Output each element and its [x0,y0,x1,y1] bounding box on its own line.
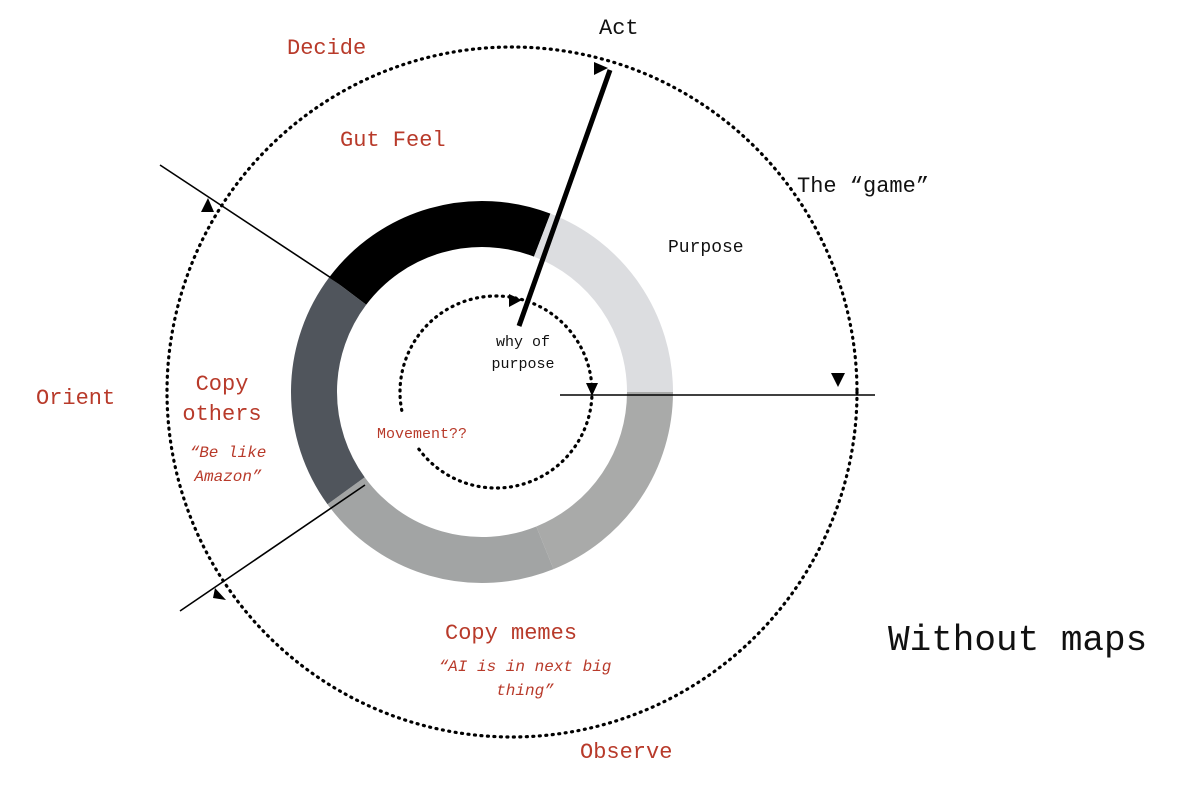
label-observe: Observe [580,740,672,765]
act-line [516,69,613,327]
inner-dotted-loop [398,294,594,490]
outer-loop-arrows [201,62,845,600]
label-purpose: Purpose [668,238,744,258]
label-act: Act [599,16,639,41]
ring-segment-copy-memes [327,476,554,583]
label-gut-feel: Gut Feel [340,128,446,153]
outer-dotted-loop [165,45,859,739]
label-movement: Movement?? [377,426,467,443]
quote-ai-2: thing” [496,682,554,700]
title-without-maps: Without maps [888,620,1147,661]
quote-ai-1: “AI is in next big [439,658,612,676]
ring-segment-copy-others [291,277,367,505]
ring [291,201,673,583]
inner-arrow-right-icon [586,383,598,396]
arrow-to-act-icon [594,62,608,75]
arrow-down-right-icon [831,373,845,387]
divider-upper-left [159,164,367,302]
label-orient: Orient [36,386,115,411]
label-copy-others-1: Copy [196,372,249,397]
ring-segment-gut-feel [329,201,551,306]
inner-arrow-top-icon [509,294,522,307]
label-the-game: The “game” [797,174,929,199]
label-why-of-purpose-1: why of [496,334,550,351]
label-copy-memes: Copy memes [445,621,577,646]
quote-be-like-amazon-2: Amazon” [193,468,262,486]
divider-lower-left [179,484,366,612]
ring-segment-purpose [533,213,673,393]
arrow-lower-left-icon [213,588,226,600]
arrow-upper-left-icon [201,198,214,212]
label-why-of-purpose-2: purpose [491,356,554,373]
ring-segment-lower-right [535,391,673,570]
label-copy-others-2: others [182,402,261,427]
label-decide: Decide [287,36,366,61]
quote-be-like-amazon-1: “Be like [190,444,267,462]
